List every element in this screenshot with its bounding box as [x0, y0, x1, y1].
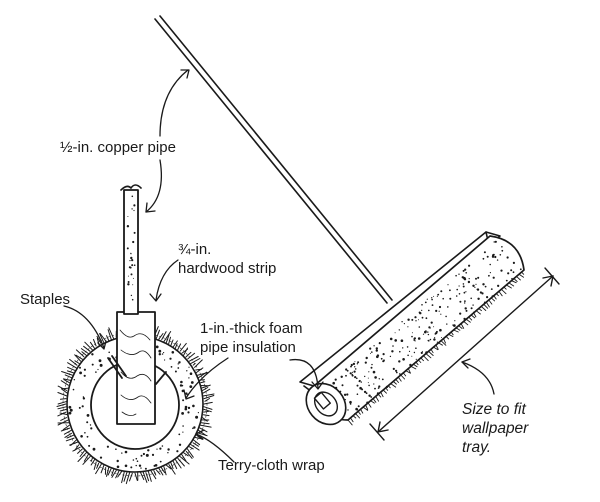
cross-section-detail — [56, 184, 215, 485]
staples-label: Staples — [20, 291, 71, 308]
size-label-line3: tray. — [462, 439, 491, 456]
hardwood-strip — [116, 311, 156, 425]
hardwood-strip-label-line1: ¾-in. — [178, 241, 212, 258]
foam-label-line1: 1-in.-thick foam — [200, 320, 303, 337]
staples — [107, 355, 167, 385]
hardwood-strip-label: ¾-in. hardwood strip — [178, 240, 276, 278]
hardwood-arrow — [155, 259, 179, 301]
roller-tool — [154, 15, 560, 441]
callout-arrows — [63, 69, 495, 463]
foam-label-line2: pipe insulation — [200, 339, 296, 356]
copper-arrow-up — [159, 69, 189, 137]
copper-arrow-down — [145, 159, 163, 213]
size-label-line1: Size to fit — [462, 401, 526, 418]
size-arrow — [461, 361, 495, 395]
copper-pipe-section — [120, 184, 142, 315]
foam-insulation-label: 1-in.-thick foam pipe insulation — [200, 319, 303, 357]
foam-arrow-roller — [289, 358, 319, 389]
terry-cloth-label: Terry-cloth wrap — [218, 457, 325, 474]
copper-pipe-handle — [154, 15, 393, 304]
staples-arrow — [63, 305, 105, 349]
size-label-line2: wallpaper — [462, 420, 529, 437]
foam-arrow — [185, 357, 229, 399]
roller-body — [305, 235, 525, 426]
copper-pipe-label: ½-in. copper pipe — [60, 139, 176, 156]
hardwood-strip-label-line2: hardwood strip — [178, 260, 277, 277]
size-dimension-line — [369, 267, 560, 441]
size-label: Size to fit wallpaper tray. — [462, 400, 528, 457]
